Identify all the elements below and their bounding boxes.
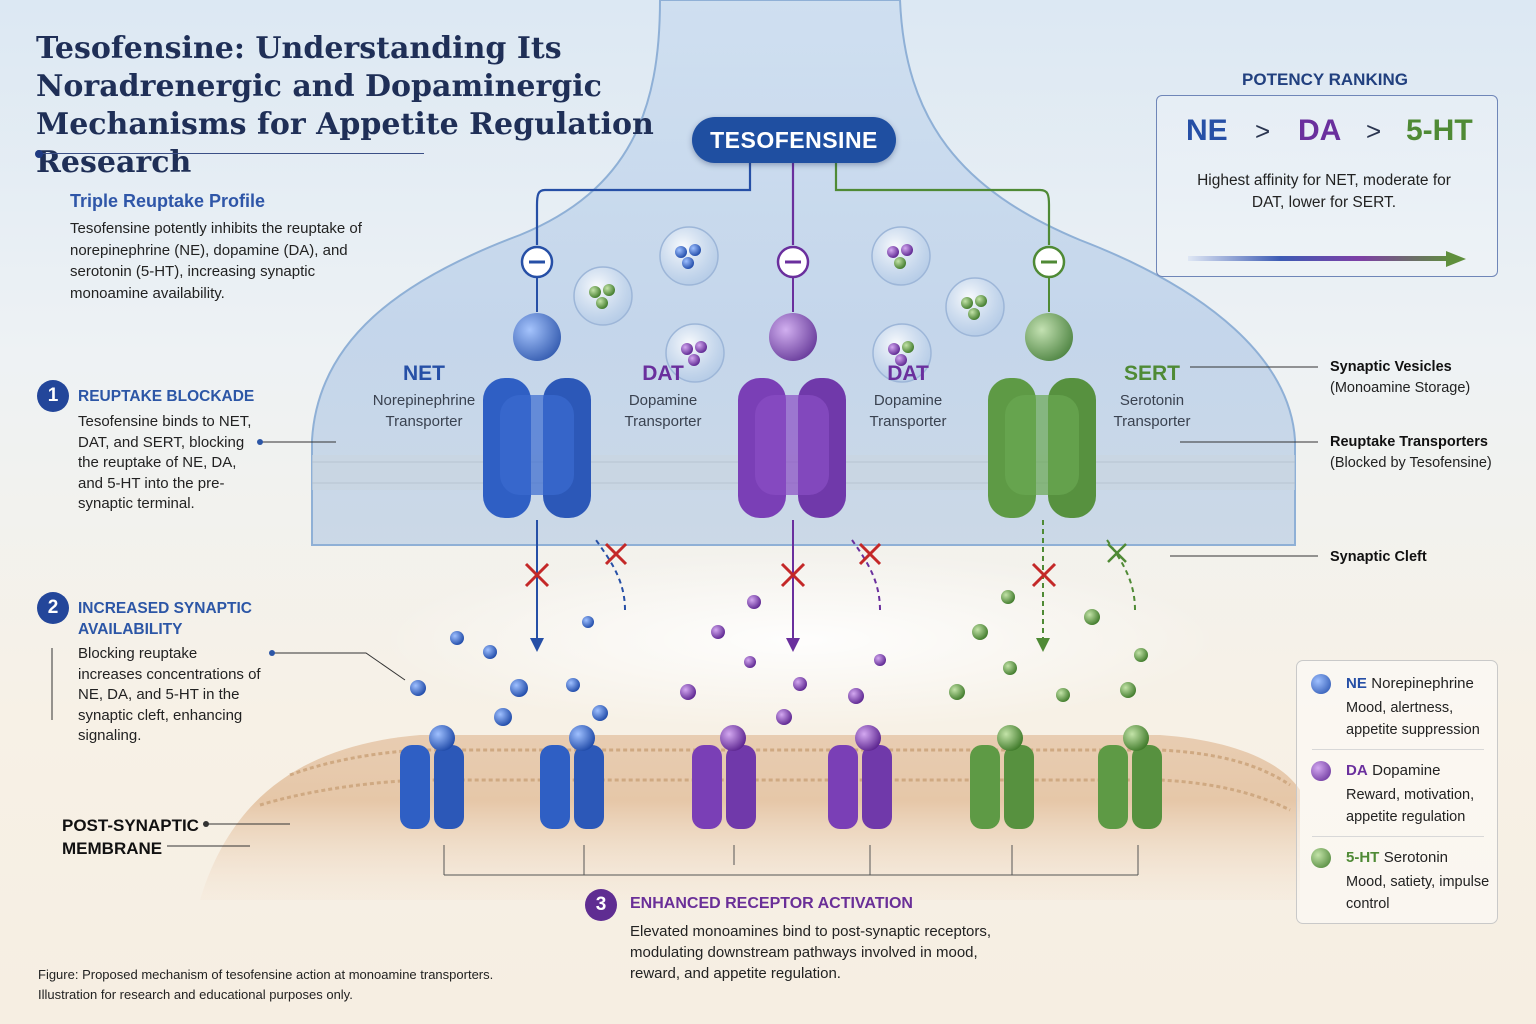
tesofensine-label: TESOFENSINE (692, 117, 896, 163)
transporter-sert: SERT Serotonin Transporter (1100, 362, 1204, 432)
transporter-abbr: DAT (642, 362, 684, 385)
legend (1296, 660, 1498, 924)
figure-caption: Figure: Proposed mechanism of tesofensin… (38, 967, 494, 1002)
title-divider-dot (35, 150, 43, 158)
step-1-badge: 1 (37, 380, 69, 412)
transporter-name: Dopamine Transporter (624, 392, 702, 430)
potency-separator: > (1366, 116, 1382, 146)
potency-gradient-arrow (1188, 256, 1452, 261)
profile-heading: Triple Reuptake Profile (70, 191, 266, 211)
transporter-dat-2: DAT Dopamine Transporter (858, 362, 958, 432)
step-2-badge: 2 (37, 592, 69, 624)
transporter-net: NET Norepinephrine Transporter (360, 362, 488, 432)
ne-ball-icon (1311, 674, 1331, 694)
step-2-heading: INCREASED SYNAPTIC AVAILABILITY (78, 600, 252, 638)
title-divider (36, 153, 424, 154)
transporter-abbr: NET (403, 362, 445, 385)
cleft-label-title: Synaptic Cleft (1330, 549, 1427, 565)
legend-abbr: NE (1346, 675, 1367, 692)
legend-ne-text: Mood, alertness, appetite suppression (1346, 700, 1480, 738)
transporter-dat-1: DAT Dopamine Transporter (612, 362, 714, 432)
legend-divider (1312, 749, 1484, 750)
potency-rank-ne: NE (1186, 114, 1228, 147)
legend-da-text: Reward, motivation, appetite regulation (1346, 787, 1475, 825)
potency-heading: POTENCY RANKING (1242, 70, 1408, 89)
transporters-label: Reuptake Transporters (Blocked by Tesofe… (1330, 432, 1492, 474)
profile-text: Tesofensine potently inhibits the reupta… (70, 220, 362, 302)
legend-abbr: 5-HT (1346, 849, 1380, 866)
potency-box (1156, 95, 1498, 277)
step-2-text: Blocking reuptake increases concentratio… (78, 645, 261, 744)
da-ball-icon (1311, 761, 1331, 781)
legend-divider (1312, 836, 1484, 837)
legend-abbr: DA (1346, 762, 1368, 779)
potency-rank-da: DA (1298, 114, 1342, 147)
arrow-right-icon (1446, 251, 1466, 267)
transporter-name: Serotonin Transporter (1113, 392, 1191, 430)
step-3-heading: ENHANCED RECEPTOR ACTIVATION (630, 895, 913, 912)
legend-name: Norepinephrine (1371, 675, 1474, 692)
step-1-heading: REUPTAKE BLOCKADE (78, 388, 255, 405)
potency-rank-5ht: 5-HT (1406, 114, 1473, 147)
vesicles-label-sub: (Monoamine Storage) (1330, 380, 1471, 396)
potency-separator: > (1255, 116, 1271, 146)
step-3-badge: 3 (585, 889, 617, 921)
5ht-ball-icon (1311, 848, 1331, 868)
vesicles-label-title: Synaptic Vesicles (1330, 359, 1452, 375)
transporter-name: Norepinephrine Transporter (372, 392, 476, 430)
transporters-label-title: Reuptake Transporters (1330, 434, 1488, 450)
transporter-name: Dopamine Transporter (869, 392, 947, 430)
legend-5ht-text: Mood, satiety, impulse control (1346, 874, 1490, 912)
legend-name: Serotonin (1383, 849, 1449, 866)
page-title: Tesofensine: Understanding Its Noradrene… (36, 31, 654, 180)
step-1-text: Tesofensine binds to NET, DAT, and SERT,… (78, 413, 252, 512)
legend-da-title: DA Dopamine (1346, 762, 1441, 780)
step-3-text: Elevated monoamines bind to post-synapti… (630, 923, 992, 982)
transporters-label-sub: (Blocked by Tesofensine) (1330, 455, 1492, 471)
vesicles-label: Synaptic Vesicles (Monoamine Storage) (1330, 357, 1470, 399)
legend-name: Dopamine (1372, 762, 1441, 779)
post-synaptic-label: POST-SYNAPTIC MEMBRANE (62, 816, 199, 858)
transporter-abbr: DAT (887, 362, 929, 385)
legend-ne-title: NE Norepinephrine (1346, 675, 1474, 693)
potency-text: Highest affinity for NET, moderate for D… (1197, 172, 1451, 211)
transporter-abbr: SERT (1123, 362, 1180, 385)
legend-5ht-title: 5-HT Serotonin (1346, 849, 1448, 867)
cleft-label: Synaptic Cleft (1330, 547, 1427, 568)
